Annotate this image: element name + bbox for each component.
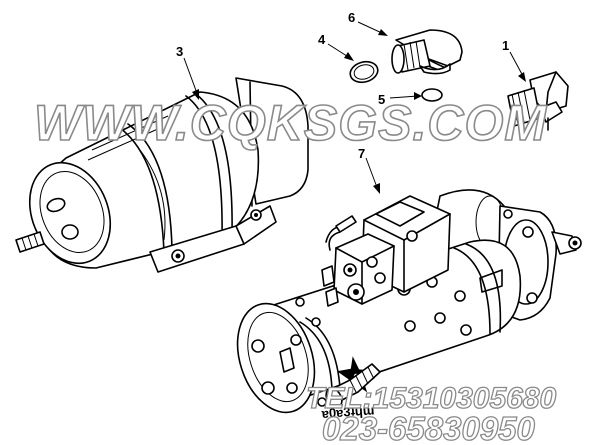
- watermark-url: WWW.CQKSGS.COM: [34, 95, 547, 151]
- callout-3: 3: [176, 44, 183, 59]
- watermark: WWW.CQKSGS.COM TEL:15310305680 023-65830…: [33, 94, 557, 445]
- part-7-starter-motor: [236, 189, 582, 414]
- part-4-o-ring: [349, 60, 379, 84]
- callout-5: 5: [378, 92, 385, 107]
- part-6-elbow-fitting: [391, 29, 463, 75]
- part-3-solenoid: [15, 77, 309, 273]
- part-5-washer: [421, 88, 443, 102]
- watermark-phone: 023-65830950: [322, 410, 536, 445]
- watermark-tel: TEL:15310305680: [306, 382, 556, 415]
- callout-1: 1: [502, 38, 509, 53]
- part-stamp-text: ɐ0ɐ3ʇɥɯ: [320, 402, 375, 421]
- callout-4: 4: [318, 32, 326, 47]
- callout-6: 6: [348, 10, 355, 25]
- callout-7: 7: [358, 146, 365, 161]
- callouts: 1 3 4 5 6 7: [176, 10, 526, 194]
- mounting-bolt: ɐ0ɐ3ʇɥɯ: [320, 363, 381, 421]
- part-1-fitting: [507, 71, 569, 131]
